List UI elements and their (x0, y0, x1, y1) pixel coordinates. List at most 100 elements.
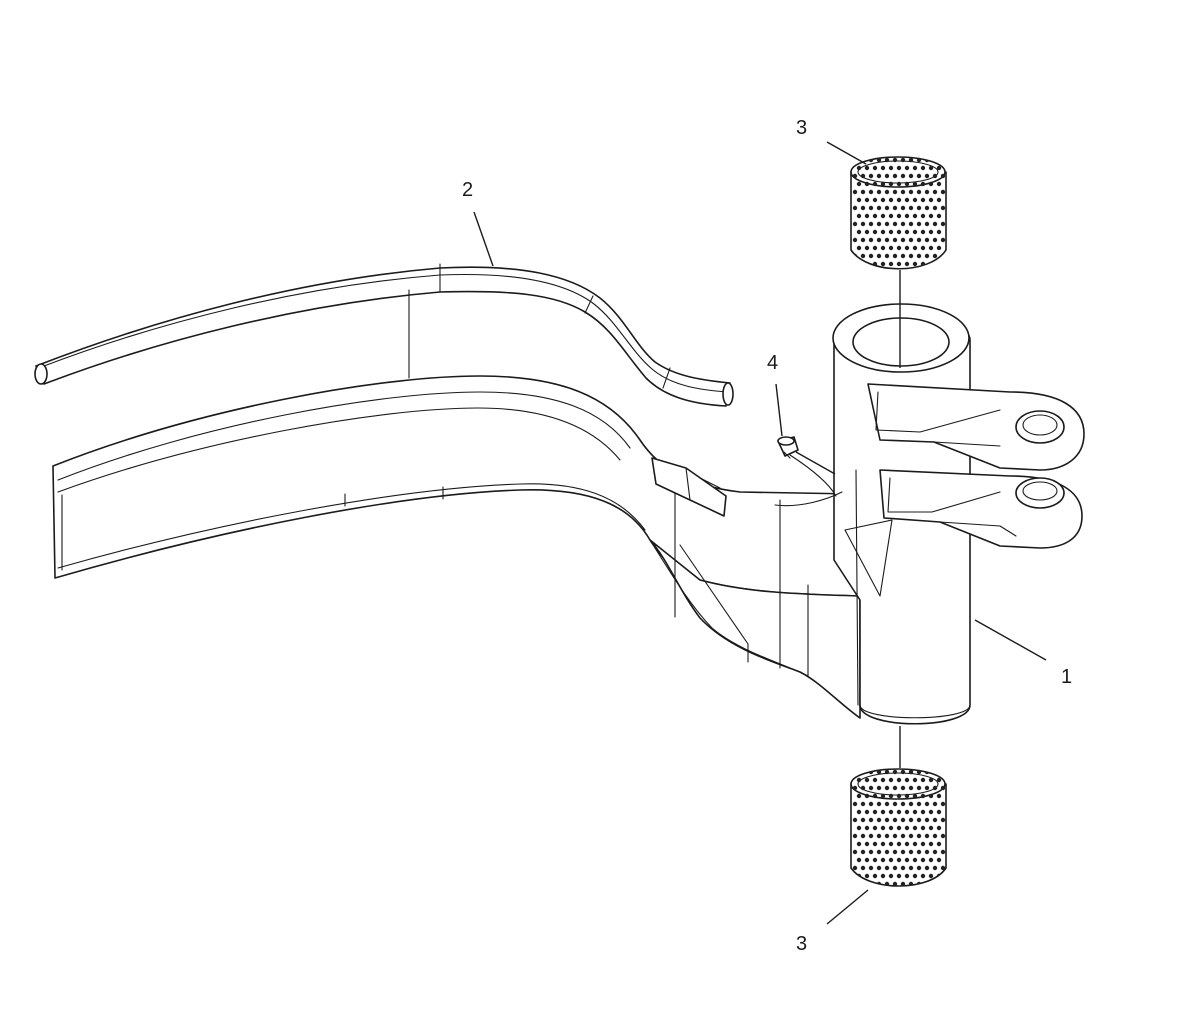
perforation-hole (888, 793, 894, 799)
perforation-hole (936, 229, 942, 235)
perforation-hole (896, 245, 902, 251)
perforation-hole (900, 785, 906, 791)
perforation-hole (924, 817, 930, 823)
perforation-hole (896, 825, 902, 831)
perforation-hole (932, 817, 938, 823)
perforation-hole (924, 221, 930, 227)
perforation-hole (932, 865, 938, 871)
perforation-hole (864, 229, 870, 235)
callout-part-3-bottom: 3 (796, 933, 807, 955)
callout-part-2: 2 (462, 179, 473, 201)
perforation-hole (852, 221, 858, 227)
perforation-hole (904, 873, 910, 879)
perforation-hole (932, 221, 938, 227)
perforation-hole (932, 173, 938, 179)
perforation-hole (872, 825, 878, 831)
perforation-hole (881, 890, 885, 894)
perforation-hole (924, 849, 930, 855)
perforation-hole (884, 157, 890, 163)
perforation-hole (933, 270, 937, 274)
perforation-hole (904, 229, 910, 235)
perforation-hole (904, 213, 910, 219)
perforation-hole (936, 809, 942, 815)
perforation-hole (892, 833, 898, 839)
perforation-hole (920, 777, 926, 783)
perforation-hole (884, 833, 890, 839)
perforation-hole (932, 833, 938, 839)
perforation-hole (901, 270, 905, 274)
perforation-hole (896, 197, 902, 203)
perforation-hole (912, 213, 918, 219)
perforation-hole (864, 245, 870, 251)
perforation-hole (868, 833, 874, 839)
perforation-hole (896, 857, 902, 863)
perforation-hole (876, 189, 882, 195)
perforation-hole (856, 857, 862, 863)
perforation-hole (884, 881, 890, 886)
perforation-hole (860, 237, 866, 243)
perforation-hole (868, 189, 874, 195)
perforation-hole (908, 849, 914, 855)
perforation-hole (896, 793, 902, 799)
perforation-hole (888, 261, 894, 267)
perforation-hole (852, 817, 858, 823)
perforation-hole (896, 841, 902, 847)
perforation-hole (932, 205, 938, 211)
perforation-hole (904, 809, 910, 815)
perforation-hole (916, 769, 922, 775)
perforation-hole (860, 865, 866, 871)
perforation-hole (892, 157, 898, 163)
perforation-hole (852, 769, 858, 775)
perforation-hole (888, 873, 894, 879)
perforation-hole (900, 157, 906, 163)
perforation-hole (872, 777, 878, 783)
perforation-hole (861, 270, 865, 274)
perforation-hole (916, 221, 922, 227)
perforation-hole (928, 777, 934, 783)
perforation-hole (936, 857, 942, 863)
perforation-hole (908, 785, 914, 791)
perforation-hole (940, 769, 946, 775)
perforation-hole (920, 213, 926, 219)
perforation-hole (892, 881, 898, 886)
perforation-hole (904, 841, 910, 847)
perforation-hole (872, 213, 878, 219)
perforation-hole (857, 890, 861, 894)
perforation-hole (877, 270, 881, 274)
perforation-hole (928, 793, 934, 799)
perforation-hole (884, 253, 890, 259)
perforation-hole (912, 197, 918, 203)
perforation-hole (936, 181, 942, 187)
grease-fitting-part (777, 436, 799, 459)
perforation-hole (929, 890, 933, 894)
perforation-hole (916, 801, 922, 807)
perforation-hole (860, 253, 866, 259)
perforation-hole (928, 165, 934, 171)
perforation-hole (888, 841, 894, 847)
perforation-hole (876, 173, 882, 179)
perforation-hole (860, 849, 866, 855)
perforation-hole (900, 253, 906, 259)
perforation-hole (916, 189, 922, 195)
perforation-hole (940, 865, 946, 871)
perforation-hole (940, 221, 946, 227)
perforation-hole (909, 270, 913, 274)
arm-body-part (52, 303, 1085, 725)
perforation-hole (864, 873, 870, 879)
perforation-hole (876, 157, 882, 163)
perforation-hole (868, 785, 874, 791)
perforation-hole (920, 245, 926, 251)
perforation-hole (892, 849, 898, 855)
perforation-hole (908, 833, 914, 839)
perforation-hole (928, 245, 934, 251)
perforation-hole (892, 237, 898, 243)
perforation-hole (872, 197, 878, 203)
perforation-hole (900, 221, 906, 227)
perforation-hole (932, 801, 938, 807)
perforation-hole (880, 873, 886, 879)
perforation-hole (920, 809, 926, 815)
perforation-hole (904, 793, 910, 799)
perforation-hole (916, 157, 922, 163)
perforation-hole (860, 801, 866, 807)
